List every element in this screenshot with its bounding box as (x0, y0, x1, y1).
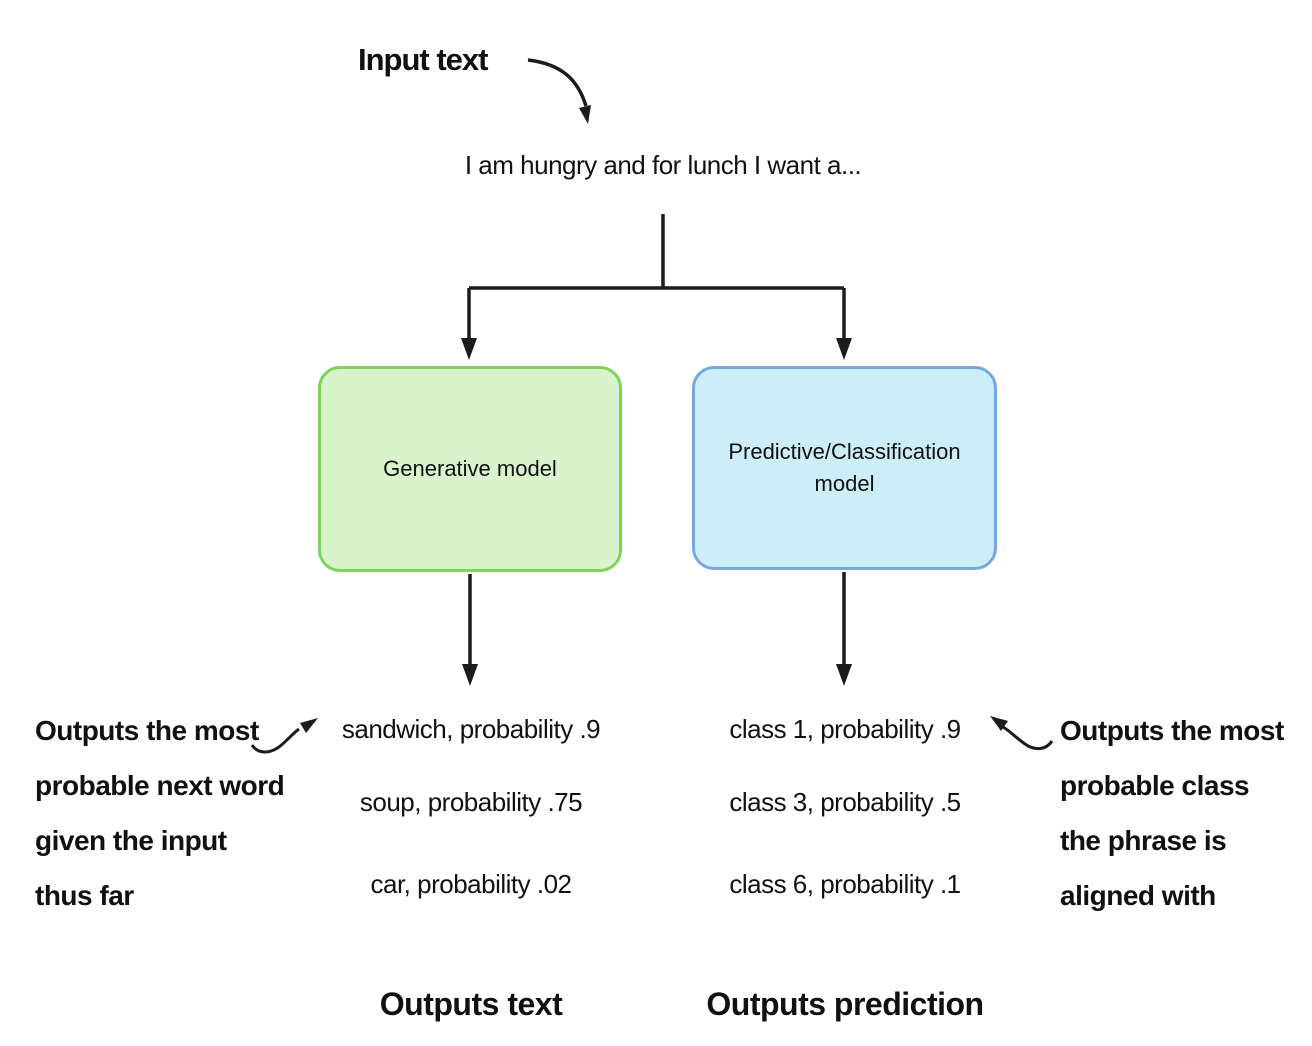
left-annotation: Outputs the most probable next word give… (35, 703, 285, 923)
arrowhead-right-callout-icon (990, 716, 1008, 731)
generative-model-box: Generative model (318, 366, 622, 572)
left-squiggle-arrow-curve (250, 727, 300, 754)
arrowhead-generative-output-icon (462, 664, 478, 686)
predictive-output-2: class 3, probability .5 (729, 787, 961, 817)
predictive-output-3: class 6, probability .1 (729, 869, 961, 899)
generative-output-1: sandwich, probability .9 (341, 714, 601, 744)
arrowhead-branch-right-icon (836, 338, 852, 360)
right-annotation: Outputs the most probable class the phra… (1060, 703, 1284, 923)
left-annotation-line-2: probable next word (35, 770, 285, 801)
right-squiggle-arrow-curve (1002, 725, 1054, 750)
right-annotation-line-4: aligned with (1060, 880, 1216, 911)
generative-output-3: car, probability .02 (370, 869, 572, 899)
input-text-label: Input text (358, 42, 488, 77)
generative-model-label: Generative model (383, 456, 557, 482)
predictive-model-box: Predictive/Classification model (692, 366, 997, 570)
left-annotation-line-4: thus far (35, 880, 134, 911)
right-annotation-line-3: the phrase is (1060, 825, 1227, 856)
arrowhead-input-icon (579, 105, 591, 124)
arrowhead-predictive-output-icon (836, 664, 852, 686)
right-annotation-line-1: Outputs the most (1060, 715, 1284, 746)
left-annotation-line-3: given the input (35, 825, 227, 856)
predictive-caption: Outputs prediction (706, 986, 984, 1022)
generative-output-2: soup, probability .75 (359, 787, 583, 817)
arrowhead-branch-left-icon (461, 338, 477, 360)
input-text-arrow-curve (527, 58, 588, 107)
generative-caption: Outputs text (379, 986, 563, 1022)
predictive-model-label: Predictive/Classification model (728, 439, 961, 496)
right-annotation-line-2: probable class (1060, 770, 1250, 801)
left-annotation-line-1: Outputs the most (35, 715, 259, 746)
predictive-output-1: class 1, probability .9 (729, 714, 961, 744)
input-sentence: I am hungry and for lunch I want a... (464, 150, 862, 180)
arrowhead-left-callout-icon (300, 718, 318, 733)
